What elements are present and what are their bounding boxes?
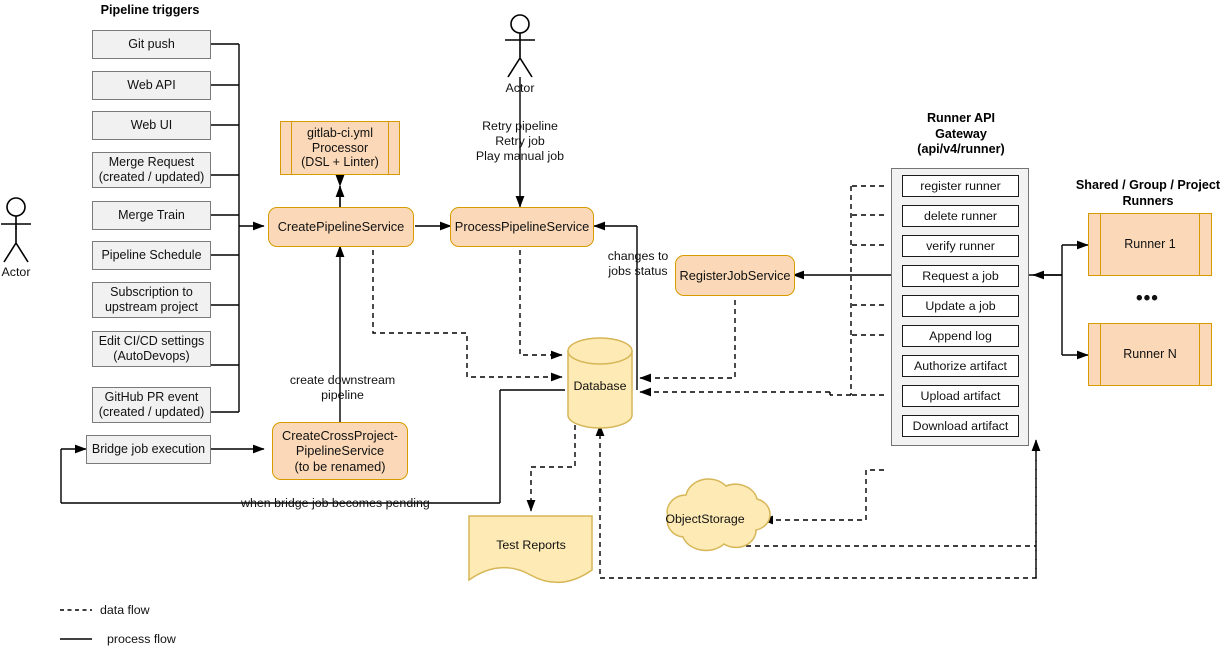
trigger-edit-cicd-settings[interactable]: Edit CI/CD settings (AutoDevops) <box>92 331 211 367</box>
component-bar-left <box>1100 324 1101 385</box>
trigger-subscription-upstream[interactable]: Subscription to upstream project <box>92 282 211 318</box>
gateway-item-update-a-job[interactable]: Update a job <box>902 295 1019 317</box>
runner-api-gateway-title-line2: Gateway <box>935 126 987 141</box>
trigger-bridge-job-execution[interactable]: Bridge job execution <box>86 435 211 464</box>
database-label: Database <box>573 379 627 393</box>
trigger-web-ui[interactable]: Web UI <box>92 111 211 140</box>
runner-n[interactable]: Runner N <box>1088 323 1212 386</box>
object-storage-label: ObjectStorage <box>665 512 745 526</box>
runners-ellipsis: ••• <box>1136 288 1159 309</box>
yml-processor-line2: Processor <box>311 140 369 155</box>
pipeline-triggers-title: Pipeline triggers <box>100 3 200 17</box>
trigger-github-pr-event[interactable]: GitHub PR event (created / updated) <box>92 387 211 423</box>
trigger-merge-train[interactable]: Merge Train <box>92 201 211 230</box>
changes-to-jobs-status-label: changes to jobs status <box>588 249 688 279</box>
trigger-git-push[interactable]: Git push <box>92 30 211 59</box>
gateway-item-append-log[interactable]: Append log <box>902 325 1019 347</box>
runners-group-title: Shared / Group / Project Runners <box>1072 178 1224 209</box>
retry-actions-line3: Play manual job <box>475 148 565 163</box>
cross-project-line1: CreateCrossProject- <box>282 428 398 444</box>
changes-to-jobs-status-line2: jobs status <box>608 263 668 278</box>
component-bar-left <box>291 122 292 174</box>
trigger-github-pr-line1: GitHub PR event <box>104 390 199 405</box>
gateway-item-download-artifact[interactable]: Download artifact <box>902 415 1019 437</box>
retry-actions-label: Retry pipeline Retry job Play manual job <box>455 119 585 164</box>
gateway-item-register-runner[interactable]: register runner <box>902 175 1019 197</box>
runner-api-gateway-title-line3: (api/v4/runner) <box>917 142 1005 157</box>
retry-actions-line2: Retry job <box>495 133 545 148</box>
create-downstream-pipeline-label: create downstream pipeline <box>275 373 410 403</box>
gateway-item-upload-artifact[interactable]: Upload artifact <box>902 385 1019 407</box>
runners-group-title-line2: Runners <box>1122 193 1174 208</box>
cross-project-line2: PipelineService <box>295 443 385 459</box>
runner-n-label: Runner N <box>1123 347 1177 362</box>
trigger-edit-cicd-line1: Edit CI/CD settings <box>98 334 205 349</box>
trigger-subscription-line2: upstream project <box>104 300 199 314</box>
create-downstream-line2: pipeline <box>321 387 364 402</box>
runner-1-label: Runner 1 <box>1124 237 1176 252</box>
retry-actions-line1: Retry pipeline <box>482 119 558 133</box>
runner-api-gateway-title-line1: Runner API <box>926 111 996 125</box>
actor-label: Actor <box>505 81 535 95</box>
register-job-service[interactable]: RegisterJobService <box>675 255 795 296</box>
gateway-item-authorize-artifact[interactable]: Authorize artifact <box>902 355 1019 377</box>
trigger-pipeline-schedule[interactable]: Pipeline Schedule <box>92 241 211 270</box>
trigger-edit-cicd-line2: (AutoDevops) <box>113 349 190 363</box>
bridge-job-pending-label: when bridge job becomes pending <box>241 496 430 510</box>
actor-label: Actor <box>1 265 31 279</box>
yml-processor-line1: gitlab-ci.yml <box>307 125 373 140</box>
create-pipeline-service[interactable]: CreatePipelineService <box>268 207 414 247</box>
legend-process-flow-label: process flow <box>107 632 176 646</box>
test-reports-label: Test Reports <box>496 538 566 552</box>
yml-processor-line3: (DSL + Linter) <box>301 155 379 170</box>
component-bar-right <box>1199 324 1200 385</box>
runner-api-gateway-title: Runner API Gateway (api/v4/runner) <box>892 111 1030 158</box>
cross-project-line3: (to be renamed) <box>294 458 386 474</box>
trigger-github-pr-line2: (created / updated) <box>98 405 205 419</box>
changes-to-jobs-status-line1: changes to <box>607 249 669 263</box>
trigger-merge-request[interactable]: Merge Request (created / updated) <box>92 152 211 188</box>
gateway-item-request-a-job[interactable]: Request a job <box>902 265 1019 287</box>
gateway-item-verify-runner[interactable]: verify runner <box>902 235 1019 257</box>
database-shape <box>567 337 633 429</box>
actor-figure <box>505 14 535 78</box>
create-cross-project-pipeline-service[interactable]: CreateCrossProject- PipelineService (to … <box>272 422 408 480</box>
process-pipeline-service[interactable]: ProcessPipelineService <box>450 207 594 247</box>
trigger-merge-request-line2: (created / updated) <box>98 170 205 184</box>
runner-1[interactable]: Runner 1 <box>1088 213 1212 276</box>
trigger-merge-request-line1: Merge Request <box>108 155 195 170</box>
trigger-subscription-line1: Subscription to <box>110 285 193 300</box>
actor-figure <box>1 197 31 263</box>
component-bar-left <box>1100 214 1101 275</box>
component-bar-right <box>388 122 389 174</box>
gitlab-ci-yml-processor[interactable]: gitlab-ci.yml Processor (DSL + Linter) <box>280 121 400 175</box>
trigger-web-api[interactable]: Web API <box>92 71 211 100</box>
component-bar-right <box>1199 214 1200 275</box>
gateway-item-delete-runner[interactable]: delete runner <box>902 205 1019 227</box>
legend-data-flow-label: data flow <box>100 603 150 617</box>
object-storage-shape <box>666 478 771 552</box>
test-reports-shape <box>468 515 593 584</box>
create-downstream-line1: create downstream <box>289 373 396 387</box>
runners-group-title-line1: Shared / Group / Project <box>1075 178 1221 192</box>
